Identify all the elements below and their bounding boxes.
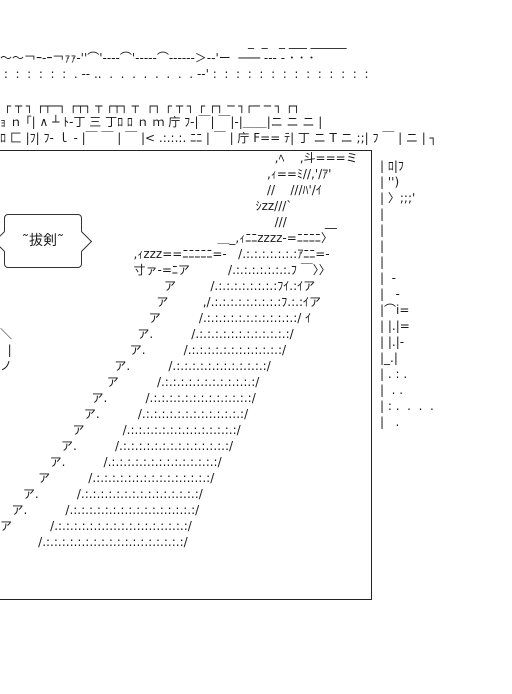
ascii-art-sword-draw-scene: ,ﾍ ,斗===ミ ,ｨ==ﾐ//,'/ｱ' // ///ﾊ'/ｲ xyxy=(0,151,358,549)
scene-panel-frame xyxy=(0,150,372,600)
sound-effect-sign: ˜拔剣˜ xyxy=(4,214,82,268)
ascii-art-header-banner: _ _ _ ___ ______ ～～￢ｰ‐ｰ￢ｧｧ‐''⌒'‐-‐‐⌒'‐-‐… xyxy=(0,35,437,145)
sound-effect-text: ˜拔剣˜ xyxy=(22,233,64,249)
ascii-art-side-column: | ﾛ|ﾌ | '') | 〉;;;' | | | | | - | - |⌒i=… xyxy=(380,159,434,429)
ascii-art-left-edge: ＼ | ノ xyxy=(0,327,13,373)
